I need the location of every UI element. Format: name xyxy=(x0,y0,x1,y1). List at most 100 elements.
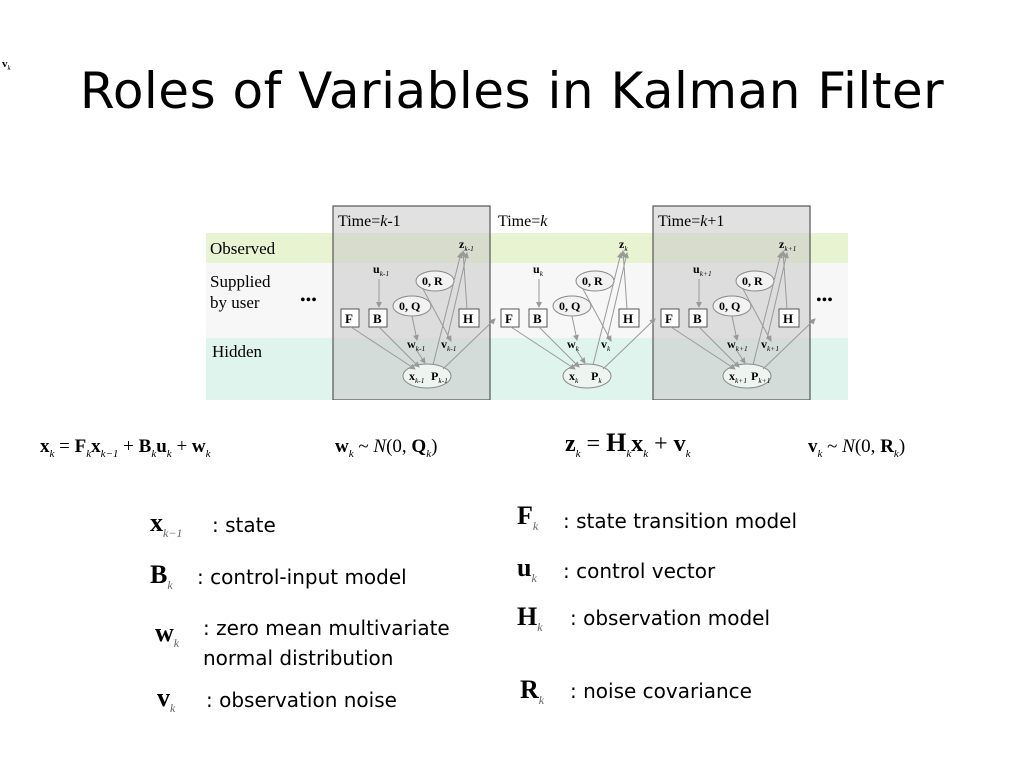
legend-symbol-v: vk xyxy=(157,683,176,716)
observation-noise-equation: vk ~ N(0, Rk) xyxy=(808,436,906,460)
panel2-h-label: H xyxy=(783,311,793,326)
panel0-z-label: zk-1 xyxy=(459,237,474,253)
panel2-b-label: B xyxy=(693,311,702,326)
panel0-f-label: F xyxy=(345,311,353,326)
panel2-b-box xyxy=(688,308,708,328)
panel1-f-label: F xyxy=(505,311,513,326)
panel1-v-arrow xyxy=(606,252,629,340)
kalman-diagram: Observed Supplied by user Hidden ••• •••… xyxy=(206,205,848,400)
state-equation: xk = Fkxk−1 + Bkuk + wk xyxy=(40,436,211,460)
panel0-h-label: H xyxy=(463,311,473,326)
panel1-r-arrow xyxy=(582,288,612,342)
panel2-f-label: F xyxy=(665,311,673,326)
panel2-next-arrow xyxy=(762,318,816,370)
panel0-q-label: 0, Q xyxy=(399,299,420,313)
panel1-h-label: H xyxy=(623,311,633,326)
legend-text-observation-noise: : observation noise xyxy=(206,688,397,712)
legend-text-state: : state xyxy=(212,513,276,537)
panel0-r-label: 0, R xyxy=(422,274,443,288)
panel1-u-label: uk xyxy=(533,262,544,278)
process-noise-equation: wk ~ N(0, Qk) xyxy=(335,436,438,460)
panel2-q-arrow xyxy=(731,315,739,341)
panel1-next-arrow xyxy=(602,318,656,370)
panel1-x-z-arrow xyxy=(592,252,623,366)
legend-symbol-b: Bk xyxy=(150,560,173,593)
slide-title: Roles of Variables in Kalman Filter xyxy=(79,62,945,120)
panel1-w-label: wk xyxy=(567,337,580,353)
panel0-b-box xyxy=(368,308,388,328)
panel2-v-label: vk+1 xyxy=(761,337,779,353)
legend-symbol-f: Fk xyxy=(517,501,539,534)
panel0-w-label: wk-1 xyxy=(407,337,425,353)
row-by-user: by user xyxy=(210,293,260,312)
panel1-p-label: Pk xyxy=(591,369,602,385)
panel2-u-label: uk+1 xyxy=(693,262,712,278)
panel0-h-box xyxy=(458,308,480,328)
panel1-z-label: zk xyxy=(619,237,628,253)
row-supplied: Supplied xyxy=(210,272,271,291)
panel0-v-arrow xyxy=(446,252,469,340)
legend-text-observation-model: : observation model xyxy=(570,606,771,630)
panel0-x-z-arrow xyxy=(432,252,463,366)
legend-symbol-w: wk xyxy=(155,618,180,651)
legend-symbol-u: uk xyxy=(517,553,537,586)
panel2-w-label: wk+1 xyxy=(727,337,748,353)
legend-text-noise-covariance: : noise covariance xyxy=(570,679,752,703)
panel2-x-label: xk+1 xyxy=(729,369,747,385)
panel1-b-box xyxy=(528,308,548,328)
legend-text-control-vector: : control vector xyxy=(563,559,716,583)
panel0-f-arrow xyxy=(350,326,416,370)
panel0-state-node xyxy=(402,363,452,389)
panel1-b-arrow xyxy=(538,326,580,368)
panel1-h-arrow xyxy=(620,250,628,310)
panel0-next-arrow xyxy=(442,318,496,370)
panel2-time-label: Time=k+1 xyxy=(658,213,724,230)
panel2-q-label: 0, Q xyxy=(719,299,740,313)
panel2-f-box xyxy=(660,308,680,328)
panel1-f-arrow xyxy=(510,326,576,370)
panel0-h-arrow xyxy=(460,250,468,310)
panel2-w-arrow xyxy=(736,350,746,364)
panel1-h-box xyxy=(618,308,640,328)
panel0-f-box xyxy=(340,308,360,328)
row-observed: Observed xyxy=(210,239,276,258)
row-hidden: Hidden xyxy=(212,342,263,361)
panel2-p-label: Pk+1 xyxy=(751,369,770,385)
panel1-state-node xyxy=(562,363,612,389)
panel0-b-label: B xyxy=(373,311,382,326)
panel2-b-arrow xyxy=(698,326,740,368)
panel1-w-arrow xyxy=(576,350,586,364)
panel2-h-arrow xyxy=(780,250,788,310)
panel1-f-box xyxy=(500,308,520,328)
legend-symbol-h: Hk xyxy=(517,602,543,635)
legend-text-state-transition: : state transition model xyxy=(563,509,798,533)
panel2-f-arrow xyxy=(670,326,736,370)
dots-left: ••• xyxy=(300,292,317,309)
panel0-time-label: Time=k-1 xyxy=(338,213,401,230)
panel2-r-label: 0, R xyxy=(742,274,763,288)
panel2-x-z-arrow xyxy=(752,252,783,366)
panel2-v-arrow xyxy=(766,252,789,340)
panel0-r-arrow xyxy=(422,288,452,342)
legend-symbol-x: xk−1 xyxy=(150,508,183,541)
panel1-v-label: vk xyxy=(601,337,611,353)
panel2-r-arrow xyxy=(742,288,772,342)
panel1-x-label: xk xyxy=(569,369,579,385)
legend-symbol-r: Rk xyxy=(520,675,545,708)
panel0-p-label: Pk-1 xyxy=(431,369,448,385)
panel2-z-label: zk+1 xyxy=(779,237,796,253)
legend-text-control-input: : control-input model xyxy=(197,565,407,589)
panel1-q-arrow xyxy=(571,315,579,341)
corner-symbol: vk xyxy=(2,58,11,73)
panel1-b-label: B xyxy=(533,311,542,326)
panel2-state-node xyxy=(722,363,772,389)
panel2-h-box xyxy=(778,308,800,328)
observation-equation: zk = Hkxk + vk xyxy=(565,428,691,460)
dots-right: ••• xyxy=(816,292,833,309)
panel0-b-arrow xyxy=(378,326,420,368)
panel0-w-arrow xyxy=(416,350,426,364)
panel0-q-arrow xyxy=(411,315,419,341)
panel1-r-label: 0, R xyxy=(582,274,603,288)
panel0-x-label: xk-1 xyxy=(409,369,425,385)
